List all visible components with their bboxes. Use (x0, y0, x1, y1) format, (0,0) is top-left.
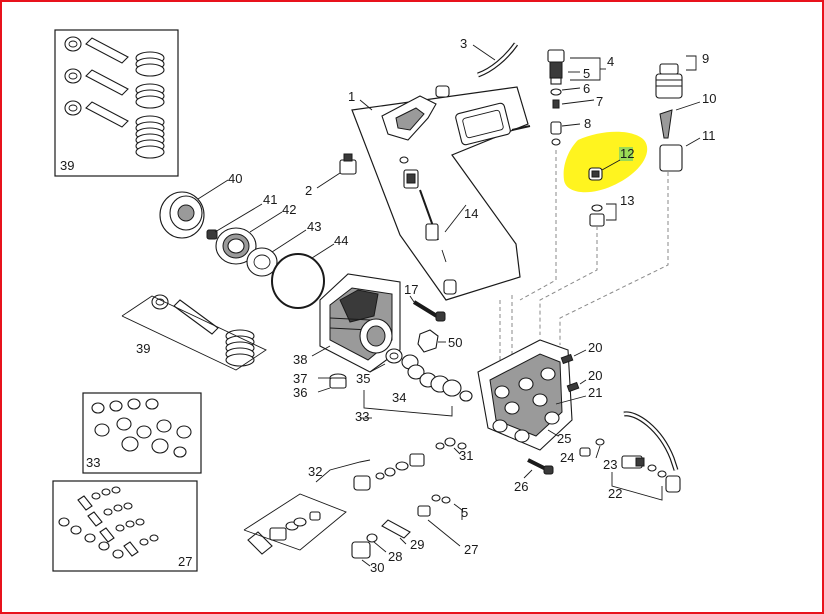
part-1-assembly: 1 14 (348, 85, 531, 301)
callout-6: 6 (583, 81, 590, 96)
part-33-34-seal-set: 34 33 (355, 354, 473, 424)
assembly-guide-lines (499, 150, 669, 360)
callout-11: 11 (702, 128, 716, 143)
callout-23: 23 (603, 457, 617, 472)
callout-13: 13 (620, 193, 634, 208)
callout-39b: 39 (136, 341, 150, 356)
callout-9: 9 (702, 51, 709, 66)
kit-39-row (64, 36, 165, 77)
kit-33-inset: 33 (82, 392, 202, 474)
callout-27: 27 (178, 554, 192, 569)
callout-27b: 27 (464, 542, 478, 557)
parts-4-8-stack: 4 5 6 7 8 (547, 49, 614, 146)
check-valve-chain (243, 493, 347, 555)
part-12-highlight: 12 (563, 131, 648, 193)
callout-30: 30 (370, 560, 384, 575)
parts-22-26: 22 23 24 25 26 (514, 411, 681, 501)
callout-28: 28 (388, 549, 402, 564)
callout-25: 25 (557, 431, 571, 446)
part-35-seal: 35 (356, 348, 403, 386)
callout-39: 39 (60, 158, 74, 173)
callout-7: 7 (596, 94, 603, 109)
part-3-hose: 3 (460, 36, 519, 78)
manifold-body (477, 339, 573, 451)
callout-36: 36 (293, 385, 307, 400)
part-50-cap: 50 (417, 329, 462, 353)
callout-21: 21 (588, 385, 602, 400)
callout-38: 38 (293, 352, 307, 367)
callout-5b: 5 (461, 505, 468, 520)
callout-44: 44 (334, 233, 348, 248)
callout-20b: 20 (588, 368, 602, 383)
part-43-seal: 43 (246, 219, 321, 277)
callout-41: 41 (263, 192, 277, 207)
callout-24: 24 (560, 450, 574, 465)
callout-22: 22 (608, 486, 622, 501)
part-32-valve: 32 (308, 453, 425, 491)
parts-20-21: 20 20 21 (555, 340, 602, 405)
part-39-plunger: 39 (121, 294, 267, 371)
kit-39-row (64, 68, 165, 109)
callout-14: 14 (464, 206, 478, 221)
part-42-bearing: 42 (215, 202, 296, 265)
kit-27-inset: 27 (52, 480, 198, 572)
callout-5: 5 (583, 66, 590, 81)
callout-4: 4 (607, 54, 614, 69)
parts-9-11-outlet: 9 10 11 (655, 51, 716, 172)
callout-37: 37 (293, 371, 307, 386)
parts-27-30: 5 27 29 28 30 (351, 494, 478, 575)
callout-34: 34 (392, 390, 406, 405)
part-13: 13 (589, 193, 634, 227)
callout-3: 3 (460, 36, 467, 51)
callout-32: 32 (308, 464, 322, 479)
callout-35: 35 (356, 371, 370, 386)
callout-26: 26 (514, 479, 528, 494)
callout-17: 17 (404, 282, 418, 297)
part-31: 31 (435, 437, 473, 463)
callout-10: 10 (702, 91, 716, 106)
callout-40: 40 (228, 171, 242, 186)
part-17-bolt: 17 (404, 282, 446, 322)
kit-39-inset: 39 (54, 29, 179, 177)
part-41-bolt: 41 (206, 192, 277, 240)
callout-29: 29 (410, 537, 424, 552)
callout-50: 50 (448, 335, 462, 350)
callout-33b: 33 (86, 455, 100, 470)
callout-1: 1 (348, 89, 355, 104)
part-37-plug: 37 36 (293, 371, 347, 400)
callout-2: 2 (305, 183, 312, 198)
callout-20a: 20 (588, 340, 602, 355)
kit-39-row (64, 100, 165, 159)
callout-42: 42 (282, 202, 296, 217)
callout-43: 43 (307, 219, 321, 234)
part-38-crankcase: 38 (293, 273, 401, 373)
callout-8: 8 (584, 116, 591, 131)
part-2-switch: 2 (305, 153, 357, 198)
part-44-oring: 44 (271, 233, 348, 309)
part-40-cover: 40 (159, 171, 242, 239)
callout-33: 33 (355, 409, 369, 424)
callout-31: 31 (459, 448, 473, 463)
callout-12: 12 (620, 146, 634, 161)
